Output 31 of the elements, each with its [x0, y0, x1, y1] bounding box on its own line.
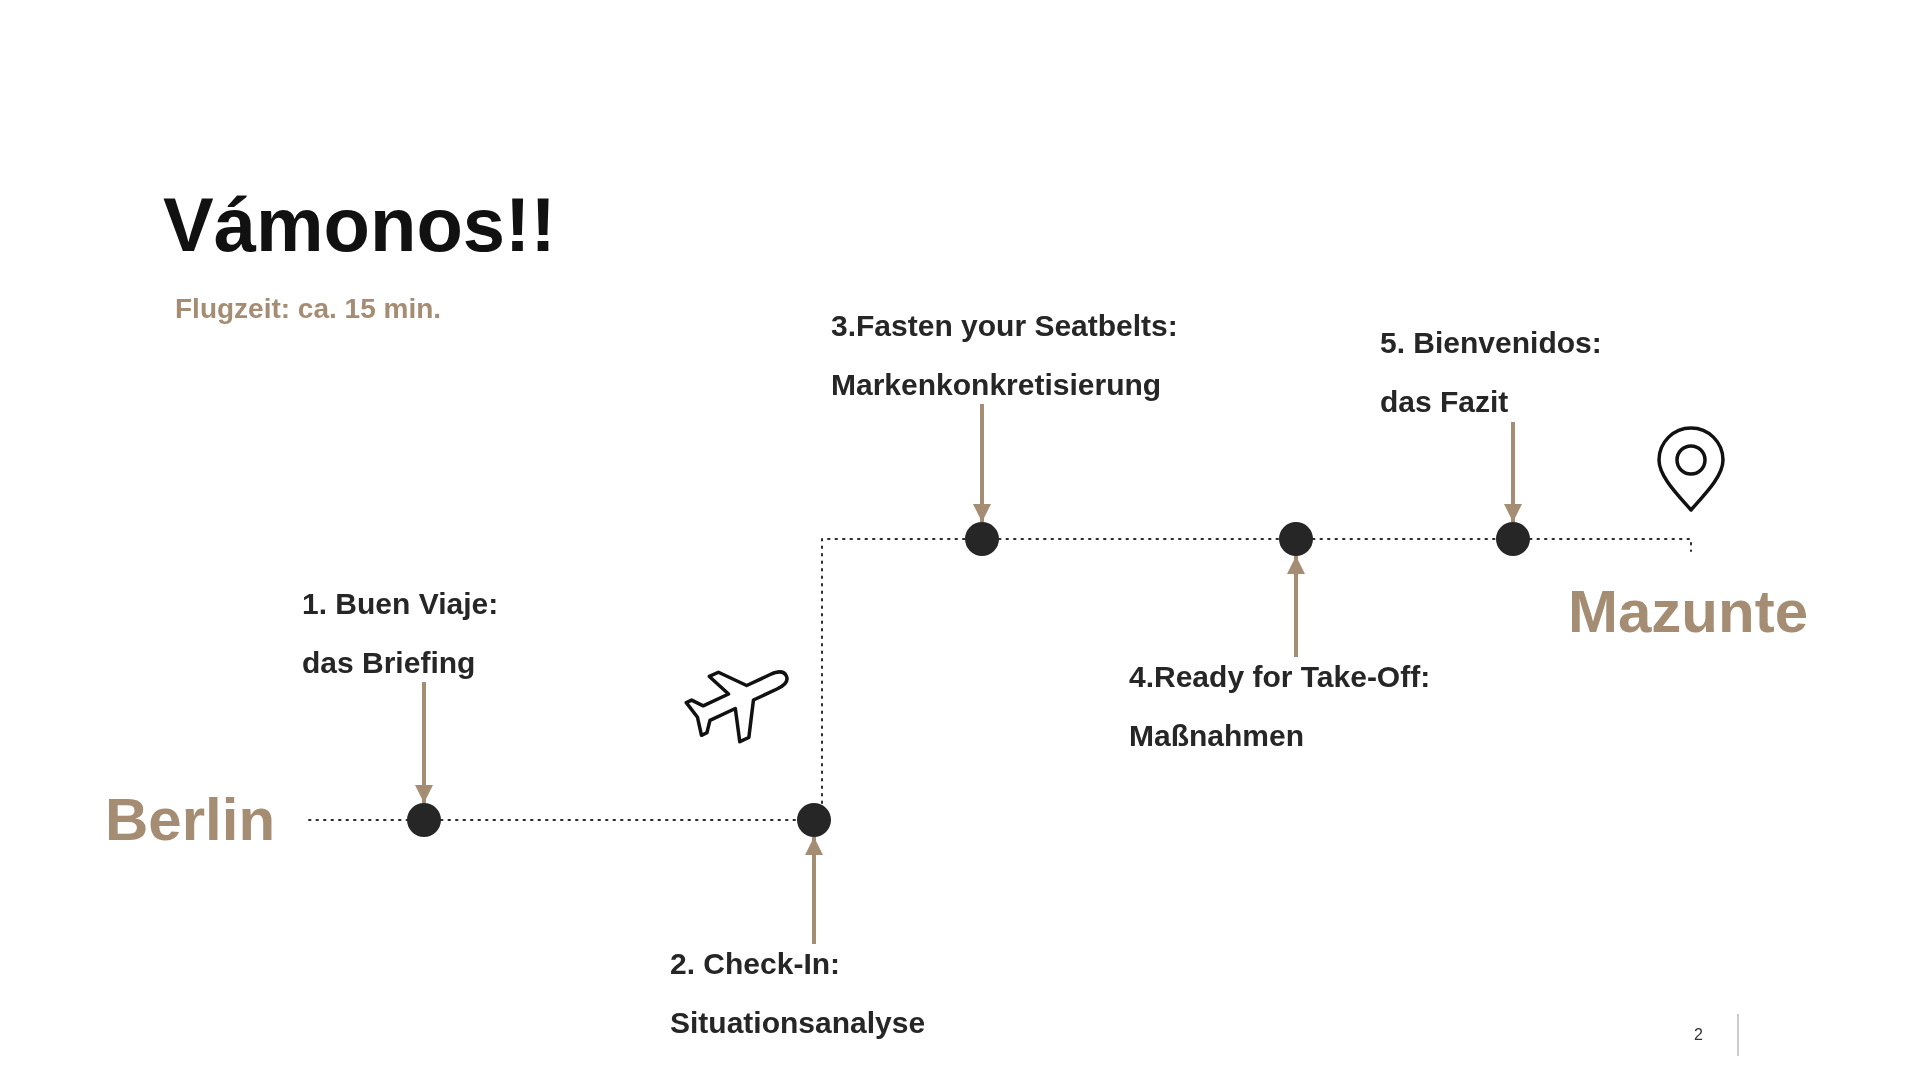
page-number: 2	[1694, 1025, 1703, 1045]
timeline-dot	[407, 803, 441, 837]
arrow	[973, 404, 991, 522]
step-title: 2. Check-In:	[670, 946, 842, 982]
arrow	[1287, 556, 1305, 657]
step-subtitle: das Fazit	[1380, 384, 1510, 420]
step-subtitle: das Briefing	[302, 645, 477, 681]
arrow	[1504, 422, 1522, 522]
timeline-dot	[797, 803, 831, 837]
flight-time-note: Flugzeit: ca. 15 min.	[175, 292, 442, 326]
dotted-route-line	[440, 819, 798, 821]
step-title: 5. Bienvenidos:	[1380, 325, 1602, 361]
timeline-dot	[1279, 522, 1313, 556]
timeline-dot	[1496, 522, 1530, 556]
title: Vámonos!!	[163, 181, 556, 269]
dotted-route-line	[1529, 538, 1692, 552]
dotted-route-line	[308, 819, 408, 821]
step-subtitle: Maßnahmen	[1129, 718, 1306, 754]
dotted-route-line	[998, 538, 1280, 540]
arrow	[805, 837, 823, 944]
destination-label: Mazunte	[1568, 577, 1808, 647]
timeline-dot	[965, 522, 999, 556]
origin-label: Berlin	[105, 785, 276, 855]
step-title: 4.Ready for Take-Off:	[1129, 659, 1431, 695]
step-subtitle: Situationsanalyse	[670, 1005, 926, 1041]
step-title: 3.Fasten your Seatbelts:	[831, 308, 1178, 344]
dotted-route-line	[821, 538, 966, 804]
step-subtitle: Markenkonkretisierung	[831, 367, 1163, 403]
dotted-route-line	[1312, 538, 1497, 540]
step-title: 1. Buen Viaje:	[302, 586, 499, 622]
arrow	[415, 682, 433, 803]
